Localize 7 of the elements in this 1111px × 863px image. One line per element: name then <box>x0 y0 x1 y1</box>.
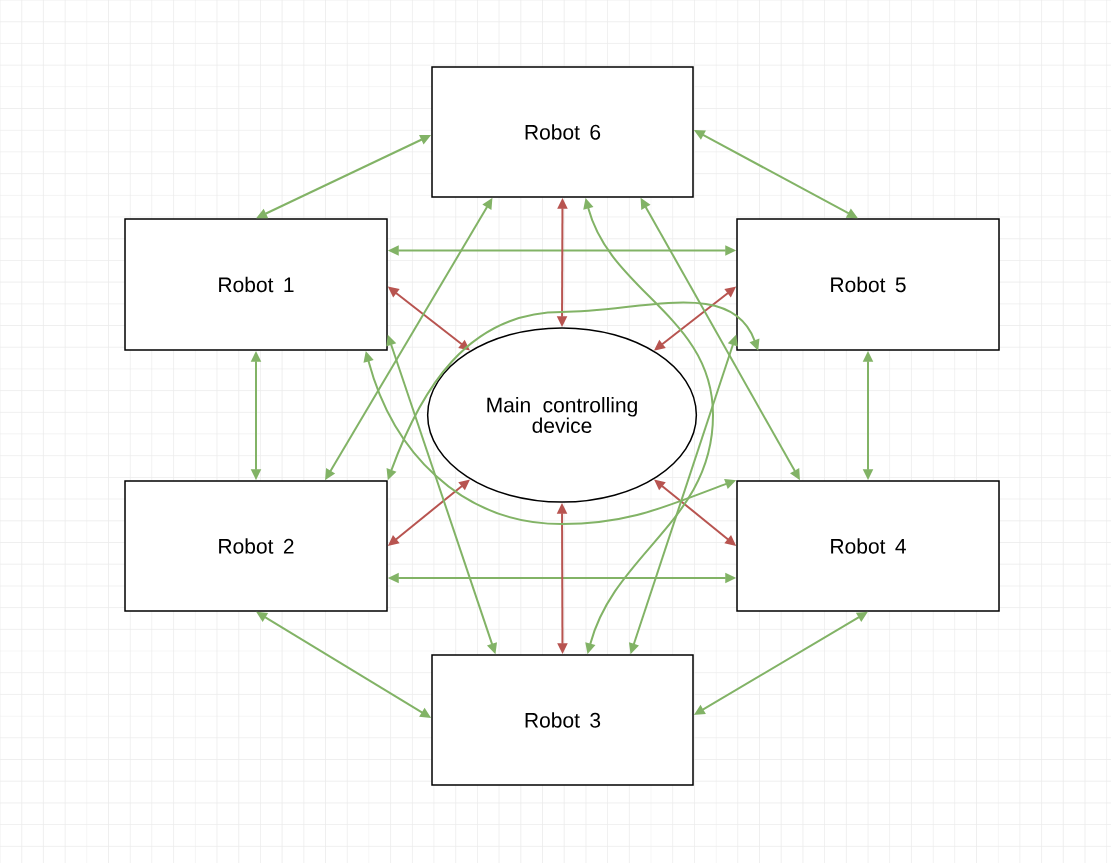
robot-box: Robot 1 <box>124 218 388 351</box>
robot-box: Robot 3 <box>431 654 694 786</box>
ellipse-node: Main controlling device <box>426 327 698 503</box>
robot-box: Robot 6 <box>431 66 694 198</box>
robot-box: Robot 2 <box>124 480 388 612</box>
robot-box: Robot 4 <box>736 480 1000 612</box>
robot-box: Robot 5 <box>736 218 1000 351</box>
